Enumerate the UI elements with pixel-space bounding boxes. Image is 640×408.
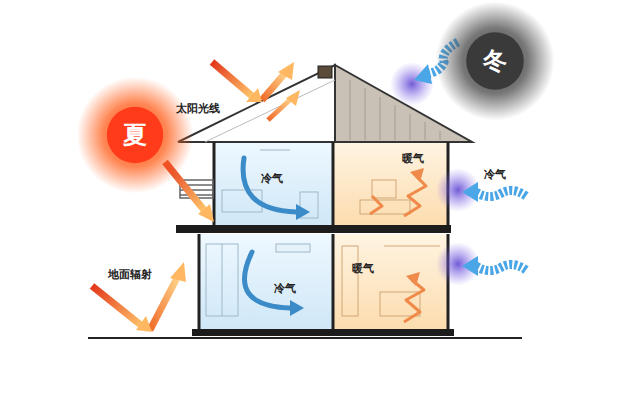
cold-glow bbox=[390, 62, 434, 106]
ground-line bbox=[88, 337, 522, 339]
glow bbox=[77, 77, 194, 194]
winter-cloud: 冬 bbox=[447, 13, 543, 109]
arrow-head bbox=[410, 168, 424, 182]
cold-air-label: 冷气 bbox=[484, 168, 506, 181]
cool-room-fill bbox=[215, 142, 332, 226]
floor-slab bbox=[192, 329, 454, 336]
core bbox=[107, 107, 163, 163]
cold-glow bbox=[436, 168, 480, 212]
floor-slab bbox=[176, 225, 451, 233]
core bbox=[466, 32, 524, 90]
air-label: 暖气 bbox=[352, 262, 374, 275]
cool-room-fill bbox=[200, 234, 332, 330]
cool-room: 冷气 bbox=[200, 234, 332, 330]
cool-room: 冷气 bbox=[215, 142, 332, 226]
warm-room: 暖气 bbox=[334, 234, 447, 330]
arrow-head bbox=[406, 272, 420, 286]
warm-air-arrow bbox=[370, 176, 426, 322]
season-label: 夏 bbox=[123, 121, 147, 150]
furniture bbox=[342, 180, 440, 316]
ground-radiation-label: 地面辐射 bbox=[108, 268, 152, 281]
summer-sun: 夏 bbox=[88, 88, 182, 182]
season-label: 冬 bbox=[483, 47, 507, 76]
sun-ray-label: 太阳光线 bbox=[176, 102, 220, 115]
warm-room: 暖气 bbox=[334, 142, 447, 226]
air-label: 冷气 bbox=[261, 172, 283, 185]
cold-glow bbox=[436, 242, 480, 286]
arrow-head bbox=[296, 204, 310, 220]
air-label: 暖气 bbox=[402, 152, 424, 165]
warm-room-fill bbox=[334, 234, 447, 330]
cold-air-arrow bbox=[243, 158, 296, 308]
air-label: 冷气 bbox=[274, 282, 296, 295]
chimney bbox=[318, 66, 332, 78]
glow bbox=[435, 1, 554, 120]
house-walls bbox=[199, 142, 448, 330]
warm-room-fill bbox=[334, 142, 447, 226]
arrow-head bbox=[290, 300, 304, 316]
